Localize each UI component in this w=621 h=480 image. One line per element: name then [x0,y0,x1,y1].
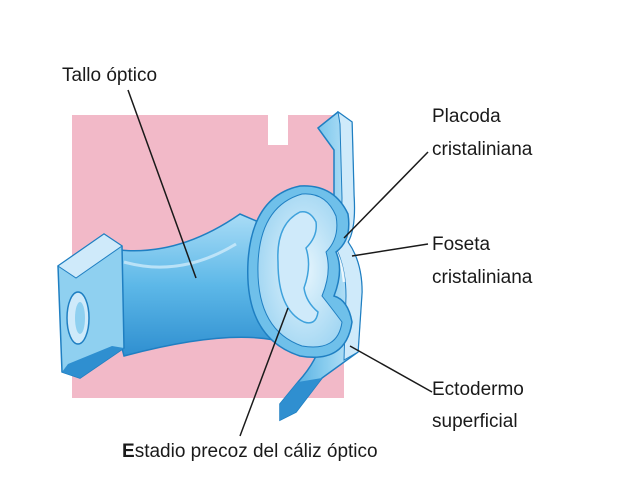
label-lens-placode-line2: cristaliniana [432,139,533,160]
label-lens-placode-line1: Placoda [432,106,501,127]
label-surface-ectoderm-line1: Ectodermo [432,379,524,400]
leader-line-stalk [127,89,197,279]
label-lens-pit-line1: Foseta [432,234,491,255]
optic-cup-shape [247,185,353,358]
label-caption: Estadio precoz del cáliz óptico [122,441,378,462]
leader-lines [127,89,433,437]
leader-line-pit [351,243,429,257]
label-optic-stalk: Tallo óptico [62,65,158,86]
stalk-cut-end-shape [57,233,125,379]
leader-line-caption [239,307,289,437]
label-surface-ectoderm-line2: superficial [432,411,518,432]
leader-line-ectoderm [349,345,433,393]
leader-line-placode [343,151,429,239]
label-lens-pit-line2: cristaliniana [432,267,533,288]
